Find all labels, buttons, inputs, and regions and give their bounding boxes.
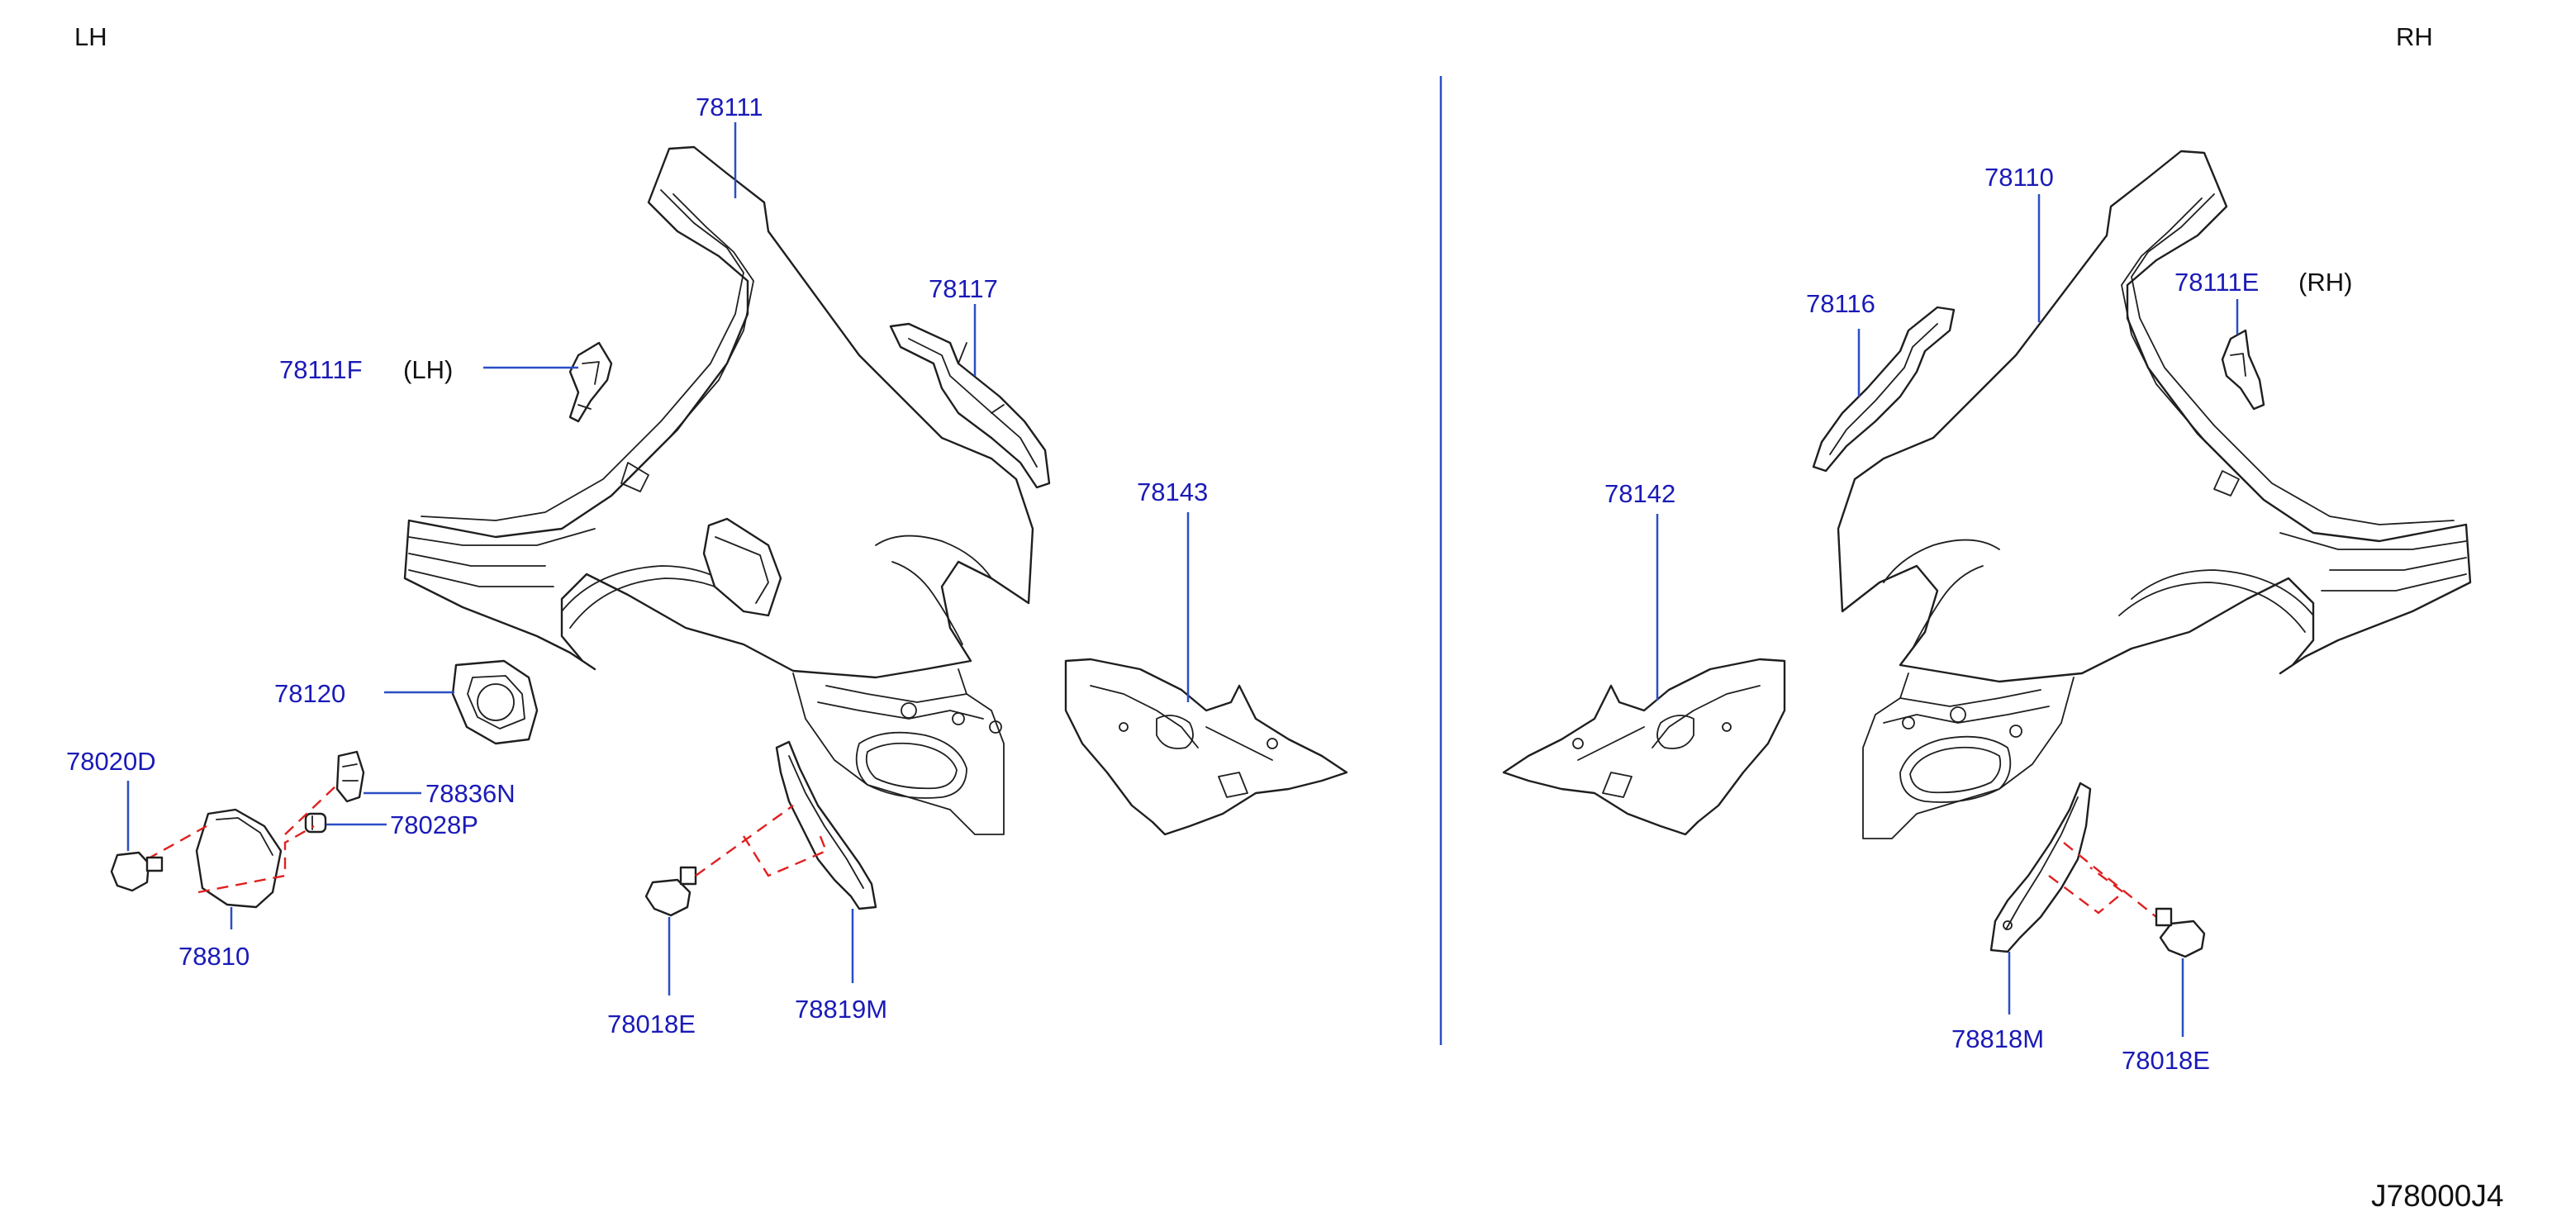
assembly-dash-lid [146, 784, 338, 894]
part-78810-filler-lid [195, 808, 283, 909]
part-78819m-finisher [775, 740, 877, 910]
assembly-dash-finisher-rh [2048, 842, 2157, 918]
label-78020d[interactable]: 78020D [66, 747, 156, 776]
part-78836n-bracket [335, 750, 365, 803]
label-78111e[interactable]: 78111E [2174, 268, 2259, 297]
part-78142-wheelhouse-panel [1502, 658, 1786, 836]
part-78117-panel [889, 322, 1051, 489]
part-78111e-bracket [2221, 329, 2265, 411]
part-78818m-finisher [1989, 782, 2092, 953]
part-78111-rear-fender-lh [403, 145, 1034, 835]
label-78836n[interactable]: 78836N [425, 779, 516, 808]
label-78018e-right[interactable]: 78018E [2122, 1046, 2210, 1075]
part-78111f-bracket [568, 341, 613, 423]
diagram-code: J78000J4 [2371, 1179, 2503, 1213]
label-78818m[interactable]: 78818M [1951, 1024, 2044, 1053]
part-78143-wheelhouse-panel [1064, 658, 1348, 836]
label-78120[interactable]: 78120 [274, 679, 345, 708]
label-78111f[interactable]: 78111F [279, 355, 363, 384]
note-78111f-lh: (LH) [403, 355, 453, 384]
label-78111[interactable]: 78111 [696, 93, 763, 121]
part-78018e-clip-left [644, 866, 697, 917]
rh-heading: RH [2396, 22, 2433, 51]
label-78142[interactable]: 78142 [1604, 479, 1675, 508]
label-78110[interactable]: 78110 [1984, 163, 2054, 192]
part-78120-filler-base [451, 659, 539, 745]
label-78819m[interactable]: 78819M [795, 995, 887, 1024]
part-78028p-bumper [304, 812, 327, 834]
note-78111e-rh: (RH) [2298, 268, 2352, 297]
fuel-door-recess-lh [702, 517, 782, 617]
label-78028p[interactable]: 78028P [390, 810, 478, 839]
label-78143[interactable]: 78143 [1137, 478, 1208, 506]
part-78020d-bolt [110, 851, 164, 892]
label-78116[interactable]: 78116 [1806, 289, 1875, 318]
part-78018e-clip-right [2155, 907, 2206, 958]
label-78810[interactable]: 78810 [178, 942, 250, 971]
label-78117[interactable]: 78117 [929, 274, 998, 303]
assembly-dash-finisher-lh [695, 805, 828, 877]
lh-heading: LH [74, 22, 107, 51]
part-78110-rear-fender-rh [1837, 150, 2472, 839]
label-78018e-left[interactable]: 78018E [607, 1010, 696, 1038]
part-78116-panel [1812, 306, 1956, 473]
